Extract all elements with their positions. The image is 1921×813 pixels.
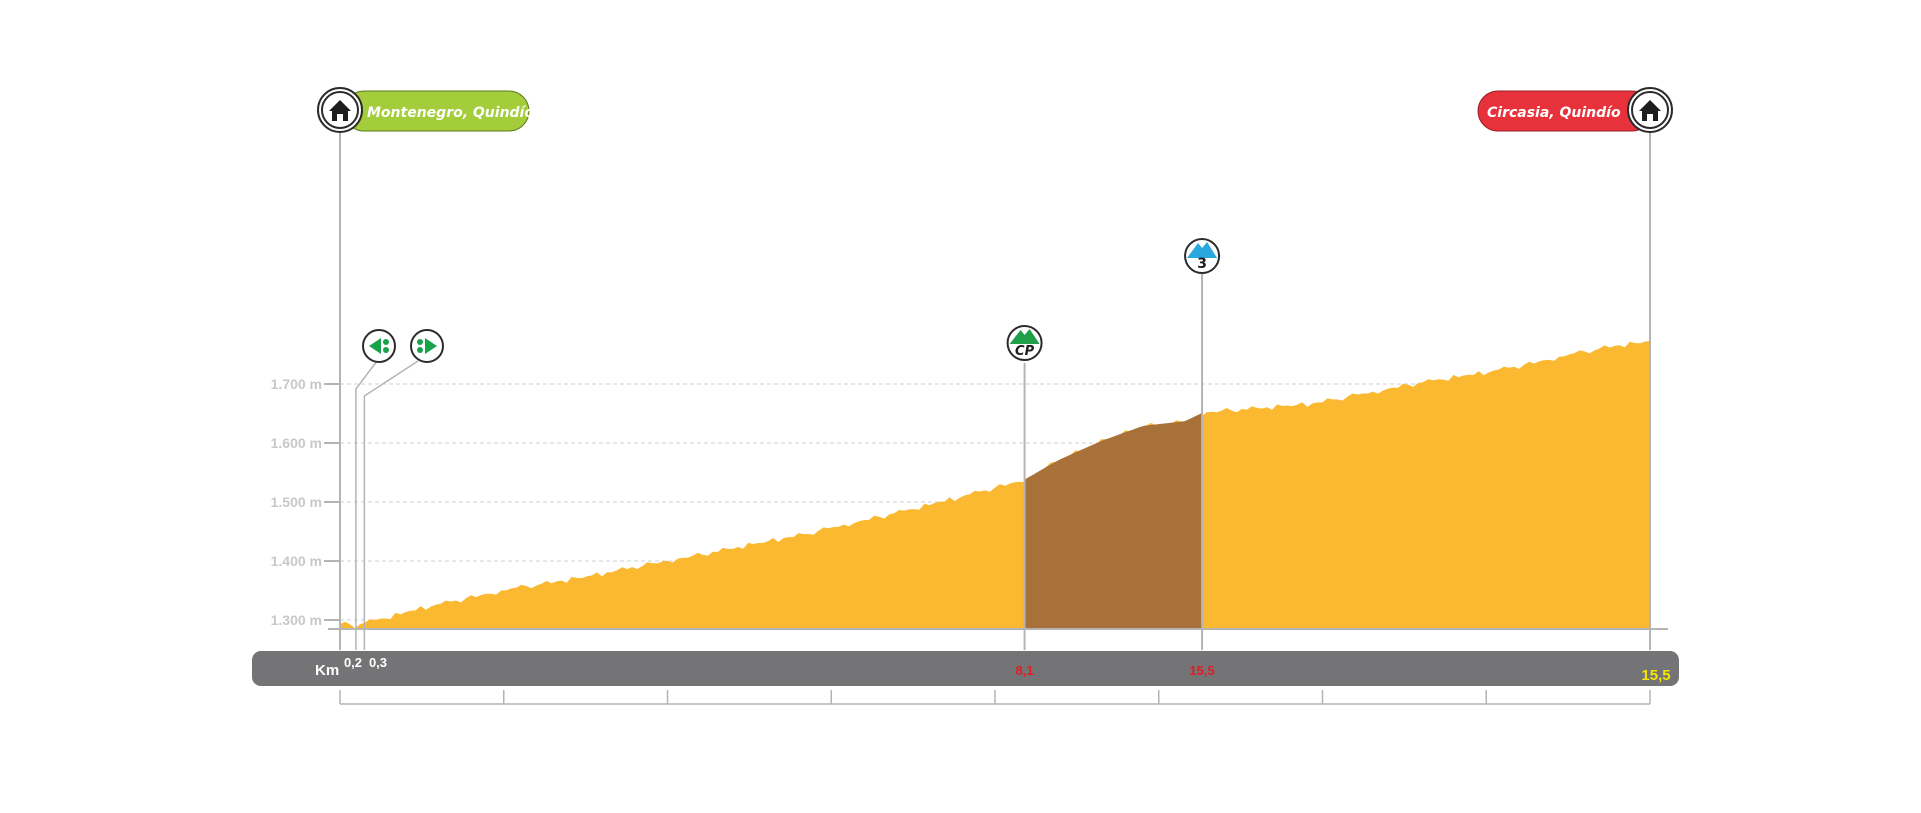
right-arrow-intermediate-icon <box>410 329 444 363</box>
km-label: 15,5 <box>1641 667 1670 684</box>
km-bar-background <box>252 651 1679 686</box>
category-3-climb-icon: 3 <box>1184 238 1221 274</box>
y-tick-label: 1.700 m <box>271 376 322 392</box>
house-shape <box>329 100 351 121</box>
marker-right-line <box>363 360 419 650</box>
km-bar: Km 0,2 0,3 8,1 15,5 15,5 <box>252 651 1679 705</box>
marker-left-line <box>355 360 378 650</box>
dot <box>383 339 389 345</box>
km-label: 15,5 <box>1189 663 1214 678</box>
y-axis: 1.300 m 1.400 m 1.500 m 1.600 m 1.700 m <box>271 376 1668 630</box>
house-shape <box>1639 100 1661 121</box>
dot <box>383 347 389 353</box>
dot <box>417 339 423 345</box>
home-icon <box>1627 87 1673 133</box>
y-tick-label: 1.500 m <box>271 494 322 510</box>
climb-segment-fill <box>1024 412 1203 629</box>
profile-area <box>340 340 1650 629</box>
profile-area-fill <box>340 340 1650 629</box>
marker-lines <box>339 112 1651 650</box>
km-label: 0,2 <box>344 655 362 670</box>
checkpoint-mountain-icon: CP <box>1006 325 1043 361</box>
mountain-shape <box>1187 242 1218 258</box>
category-text: 3 <box>1197 256 1207 272</box>
home-icon <box>317 87 363 133</box>
arrow-shape <box>369 338 381 354</box>
cp-text: CP <box>1015 344 1035 359</box>
start-label: Montenegro, Quindío <box>367 105 534 121</box>
km-label: 0,3 <box>369 655 387 670</box>
finish-label: Circasia, Quindío <box>1487 105 1621 121</box>
km-label: 8,1 <box>1016 663 1034 678</box>
arrow-shape <box>425 338 437 354</box>
left-arrow-intermediate-icon <box>362 329 396 363</box>
dot <box>417 347 423 353</box>
y-tick-label: 1.600 m <box>271 435 322 451</box>
mountain-shape <box>1009 329 1040 344</box>
km-axis-label: Km <box>315 662 339 679</box>
y-tick-label: 1.300 m <box>271 612 322 628</box>
y-tick-label: 1.400 m <box>271 553 322 569</box>
